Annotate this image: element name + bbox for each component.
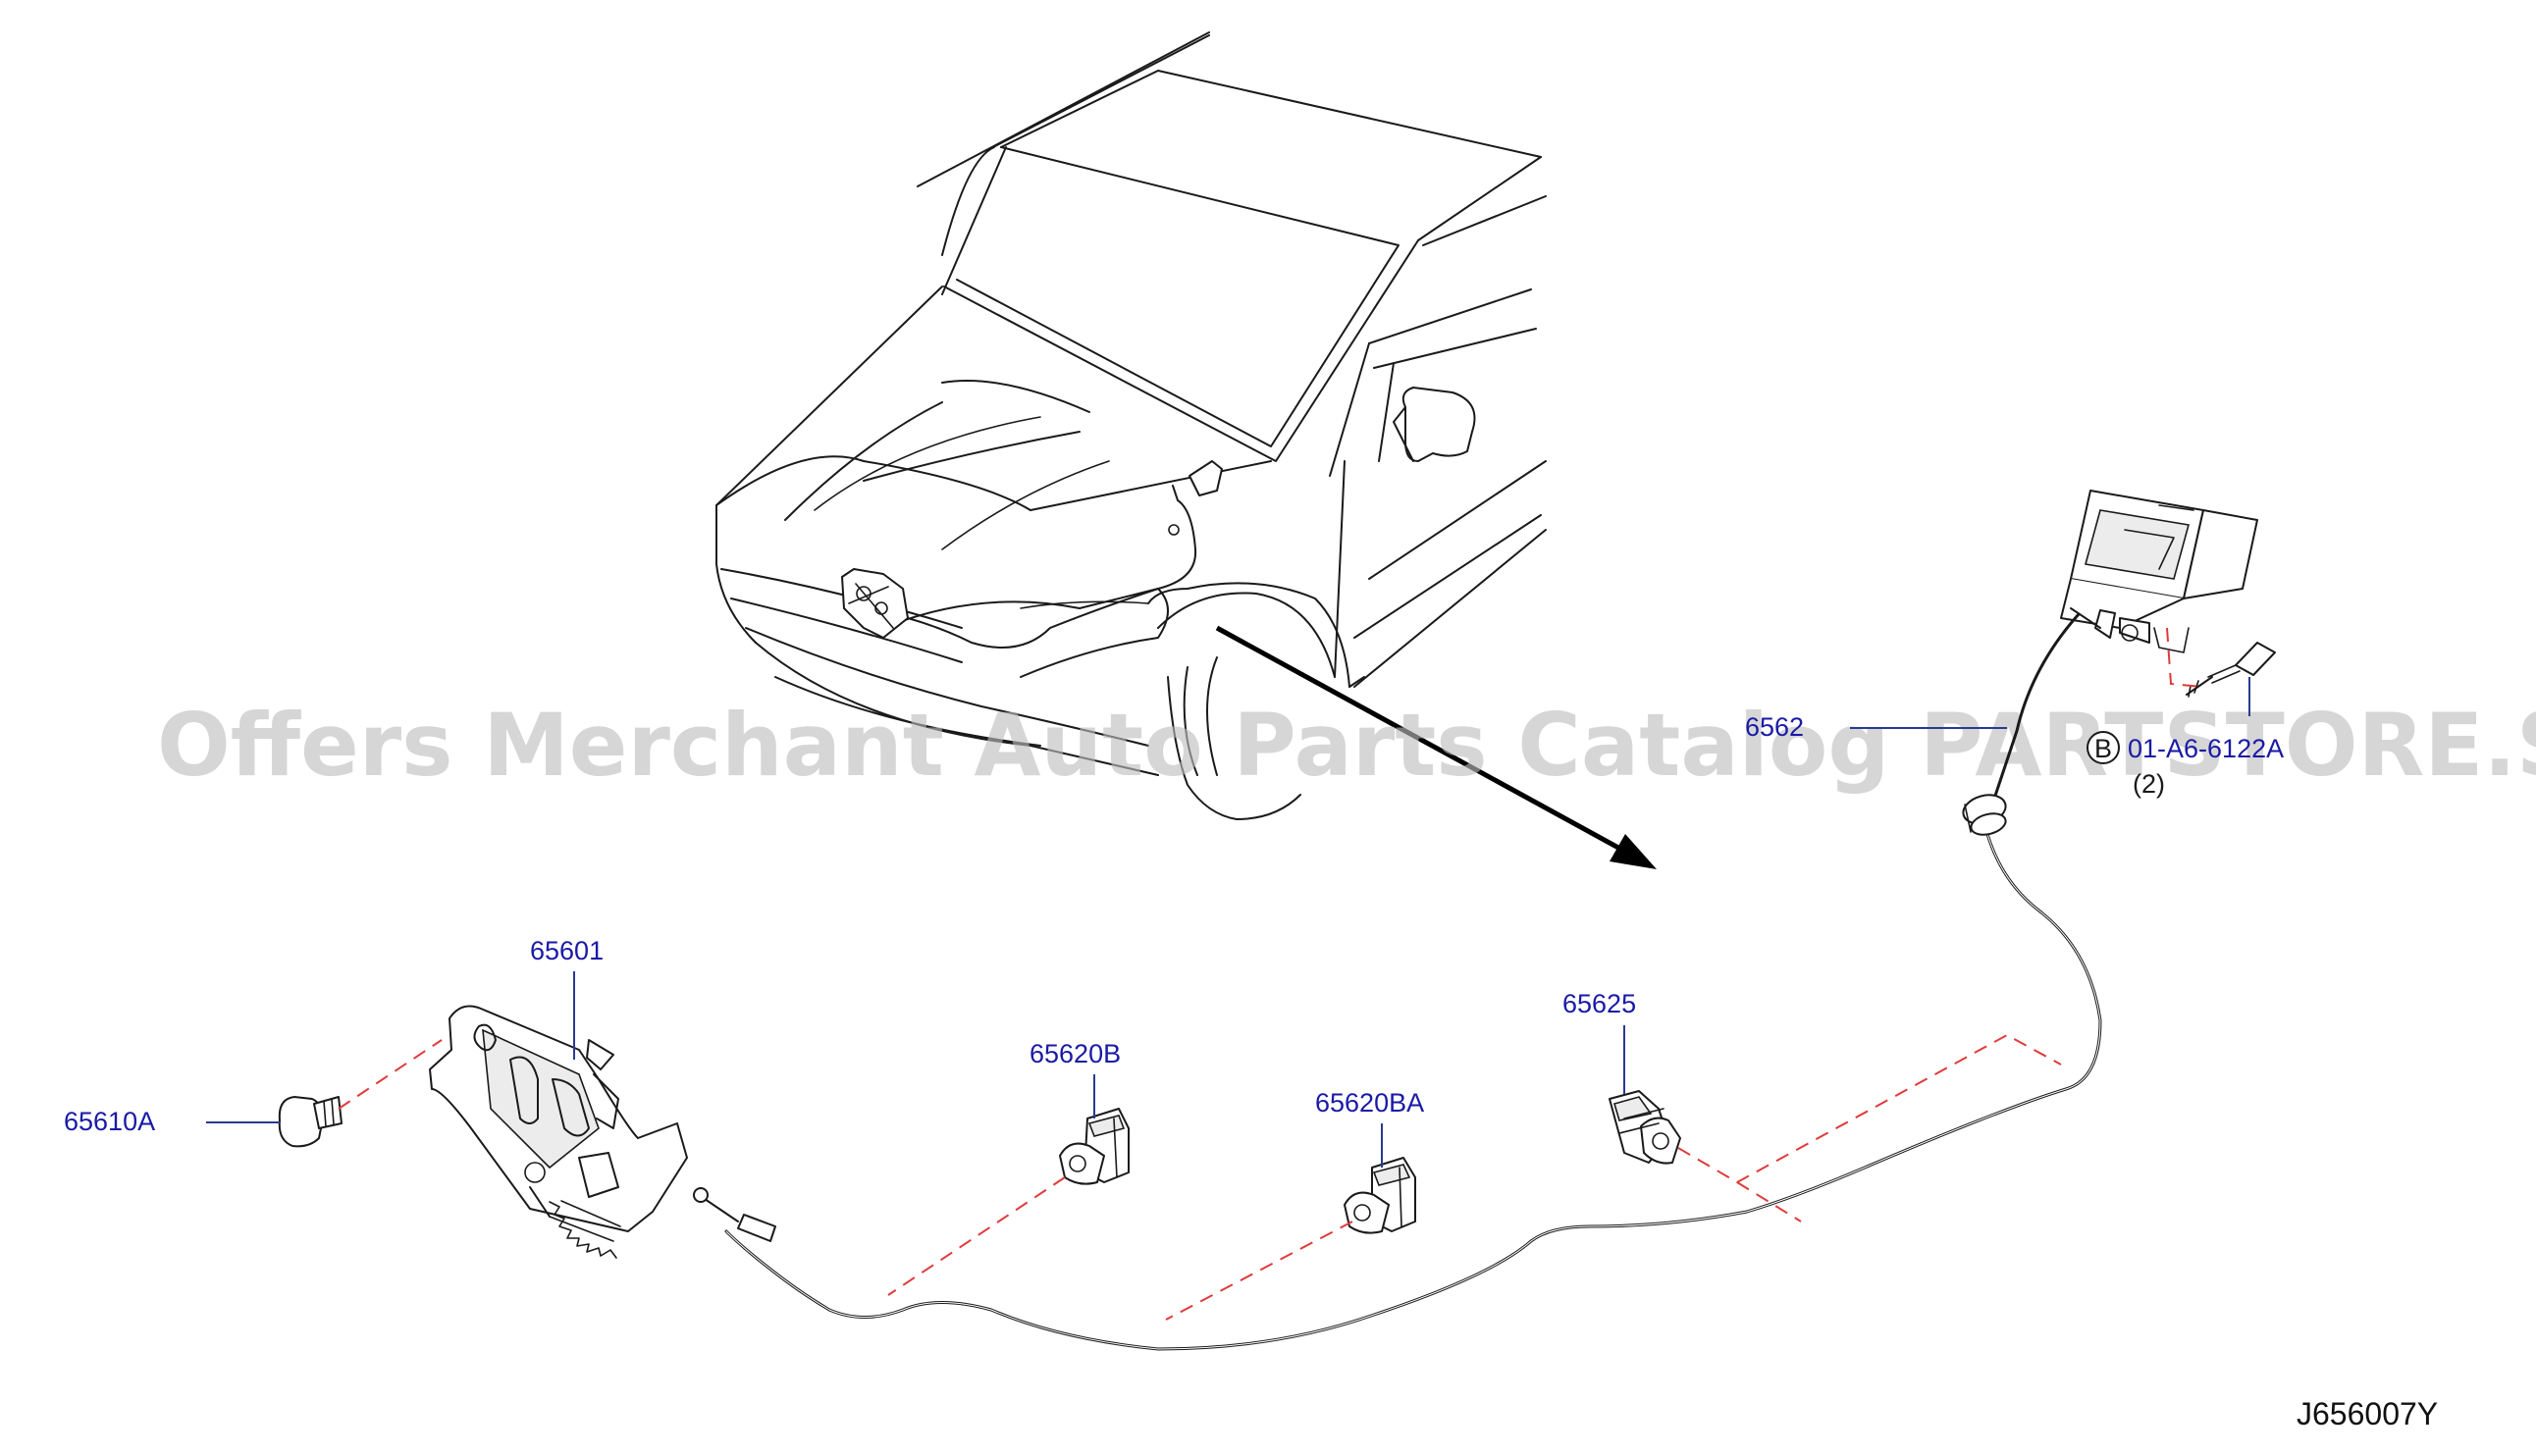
connector-clip-65625-cable [1677,1033,2062,1184]
detail-pointer-arrow [1215,625,1657,869]
connector-clip-b-cable [887,1176,1066,1296]
clip-65620b-part-number[interactable]: 65620B [1030,1039,1121,1068]
lock-mounting-bolt [278,1096,343,1148]
diagram-code: J656007Y [2297,1396,2438,1431]
release-cable-callout: 6562 [1745,712,2007,742]
clip-65625-callout: 65625 [1562,989,1636,1094]
car-hood-latch-thumbnail [841,460,1223,649]
car-outline [715,31,1547,820]
connector-handle-bolt [2166,627,2204,688]
bolt-callout: B 01-A6-6122A (2) [2087,677,2284,799]
hood-lock-part-number[interactable]: 65601 [530,936,604,965]
watermark-text: Offers Merchant Auto Parts Catalog PARTS… [157,695,2536,796]
lock-bolt-part-number[interactable]: 65610A [64,1107,155,1136]
clip-65620ba-callout: 65620BA [1315,1088,1424,1168]
hood-lock-assembly [429,1005,688,1259]
handle-bolt-b [2186,642,2276,698]
hood-release-handle [2060,490,2258,644]
b-badge-circle [2087,731,2120,764]
cable-clip-65620ba [1344,1157,1416,1234]
connector-clip-ba-cable [1165,1221,1353,1321]
bolt-part-number[interactable]: 01-A6-6122A [2128,734,2284,763]
clip-65620b-callout: 65620B [1030,1039,1121,1118]
clip-65625-part-number[interactable]: 65625 [1562,989,1636,1018]
clip-65620ba-part-number[interactable]: 65620BA [1315,1088,1424,1118]
cable-clip-65625 [1609,1090,1681,1165]
cable-clip-65620b [1059,1108,1130,1185]
bolt-badge-letter: B [2094,734,2112,763]
bolt-quantity: (2) [2133,769,2165,799]
connector-clip-65625-cable-lower [1736,1181,1802,1222]
release-cable-part-number[interactable]: 6562 [1745,712,1804,742]
lock-callouts: 65601 65610A [64,936,604,1136]
connector-bolt-lock [338,1039,443,1110]
hood-release-cable [693,612,2102,1351]
release-handle-bracket-tabs [2153,627,2190,653]
